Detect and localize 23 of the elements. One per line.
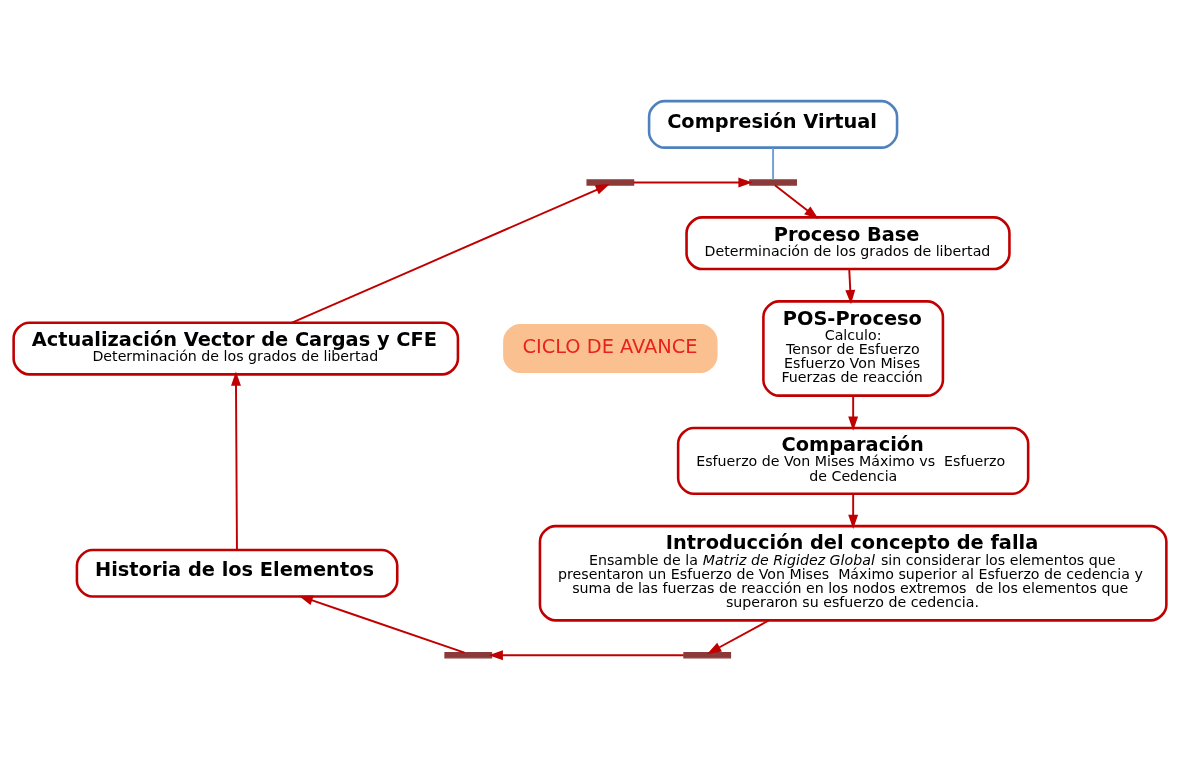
arrow [291,184,610,324]
arrow [848,394,859,431]
connector [772,147,775,181]
node-bar [444,652,493,659]
arrow [488,650,685,661]
node-box: Compresión Virtual [647,99,899,149]
node-box: CICLO DE AVANCE [503,323,718,374]
node-box: POS-Proceso Calculo: Tensor de Esfuerzo Esfuerzo Von Mises Fuerzas de reacción [762,300,945,397]
arrow [231,371,241,551]
node-bar [683,652,732,659]
arrow [848,492,859,529]
node-box: Proceso Base Determinación de los grados de libertad [685,216,1011,271]
node-bar [749,179,797,186]
node-box: Historia de los Elementos [75,548,399,598]
arrow [632,177,753,188]
arrow [298,595,466,654]
arrow [707,619,770,655]
arrow [773,184,819,220]
arrow [845,268,856,305]
node-box: Introducción del concepto de falla Ensamble de la Matriz de Rigidez Global sin considerar los elementos que presentaron un Esfuerzo de Von Mises Máximo superior al Esfuerzo de cedencia y suma de las fuerzas de reacción en los nodos extremos de los elementos que superaron su esfuerzo de cedencia. [538,524,1168,622]
node-box: Actualización Vector de Cargas y CFE Determinación de los grados de libertad [12,321,460,376]
node-box: Comparación Esfuerzo de Von Mises Máximo vs Esfuerzo de Cedencia [676,426,1030,496]
node-bar [586,179,635,186]
